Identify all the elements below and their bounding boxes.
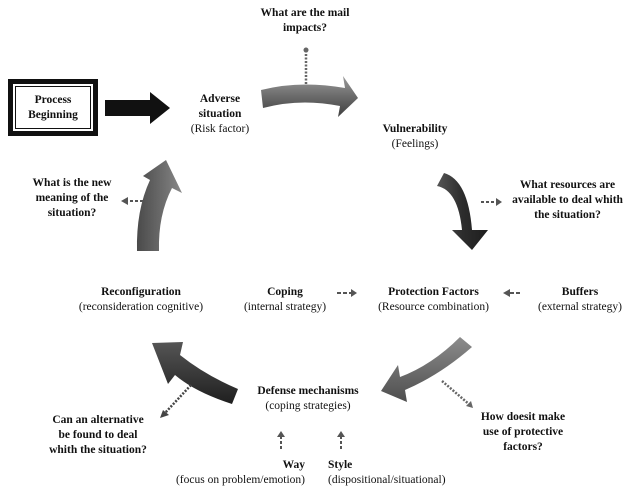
arrow-top [261,76,358,117]
question-impacts-line2: impacts? [282,22,328,34]
node-protection-factors: Protection Factors (Resource combination… [366,285,501,315]
dotted-connector-protective [441,380,471,406]
node-adverse-situation: Adverse situation (Risk factor) [178,92,262,137]
node-vulnerability-sub: (Feelings) [391,138,439,150]
node-reconfiguration-title: Reconfiguration [101,286,181,298]
question-protective-line1: How doesit make [480,411,566,423]
node-vulnerability-title: Vulnerability [382,123,448,135]
arrow-left [136,160,182,251]
question-resources-line1: What resources are [519,179,616,191]
dotted-connector-alternative [164,384,192,414]
arrow-head-buffers [503,289,510,297]
question-alternative-line3: whith the situation? [49,444,147,456]
node-adverse-title2: situation [198,108,242,120]
question-alternative-line2: be found to deal [58,429,138,441]
question-meaning: What is the new meaning of the situation… [22,176,122,221]
start-line2: Beginning [28,108,78,121]
question-meaning-line2: meaning of the [35,192,109,204]
node-defense-title: Defense mechanisms [257,385,359,397]
process-beginning-box: Process Beginning [8,79,98,136]
arrow-head-protective [466,401,473,408]
question-alternative: Can an alternative be found to deal whit… [38,413,158,458]
question-protective: How doesit make use of protective factor… [468,410,578,455]
node-way-sub: (focus on problem/emotion) [175,474,305,486]
question-meaning-line1: What is the new [32,177,112,189]
arrow-head-coping [351,289,357,297]
arrow-bottom-right [381,337,472,402]
arrow-head-way [277,431,285,437]
node-style: Style (dispositional/situational) [328,458,488,488]
question-alternative-line1: Can an alternative [52,414,144,426]
node-coping-title: Coping [267,286,303,298]
node-defense-sub: (coping strategies) [265,400,351,412]
question-resources-line3: the situation? [534,209,601,221]
node-coping-sub: (internal strategy) [243,301,327,313]
arrow-right [437,173,488,250]
node-style-title: Style [328,459,353,471]
arrow-head-alternative [160,410,169,418]
node-reconfiguration: Reconfiguration (reconsideration cogniti… [66,285,216,315]
node-buffers: Buffers (external strategy) [530,285,630,315]
node-vulnerability: Vulnerability (Feelings) [370,122,460,152]
node-way-title: Way [282,459,305,471]
node-reconfiguration-sub: (reconsideration cognitive) [78,301,204,313]
node-protection-sub: (Resource combination) [378,301,489,313]
node-defense-mechanisms: Defense mechanisms (coping strategies) [243,384,373,414]
question-meaning-line3: situation? [47,207,97,219]
dot-head-impacts [303,47,309,53]
question-protective-line3: factors? [503,441,543,453]
question-impacts: What are the mail impacts? [245,6,365,36]
question-protective-line2: use of protective [482,426,564,438]
node-coping: Coping (internal strategy) [235,285,335,315]
question-impacts-line1: What are the mail [260,7,350,19]
node-buffers-sub: (external strategy) [538,301,622,313]
arrow-bottom-left [152,342,238,404]
start-line1: Process [34,93,72,106]
node-buffers-title: Buffers [561,286,599,298]
question-resources: What resources are available to deal whi… [505,178,630,223]
arrow-head-resources [496,198,502,206]
node-protection-title: Protection Factors [388,286,479,298]
node-way: Way (focus on problem/emotion) [150,458,305,488]
start-arrow [105,92,170,124]
node-adverse-sub: (Risk factor) [190,123,250,135]
arrow-head-style [337,431,345,437]
arrow-head-meaning [121,197,128,205]
question-resources-line2: available to deal whith [512,194,623,206]
node-adverse-title1: Adverse [199,93,241,105]
node-style-sub: (dispositional/situational) [328,474,446,486]
